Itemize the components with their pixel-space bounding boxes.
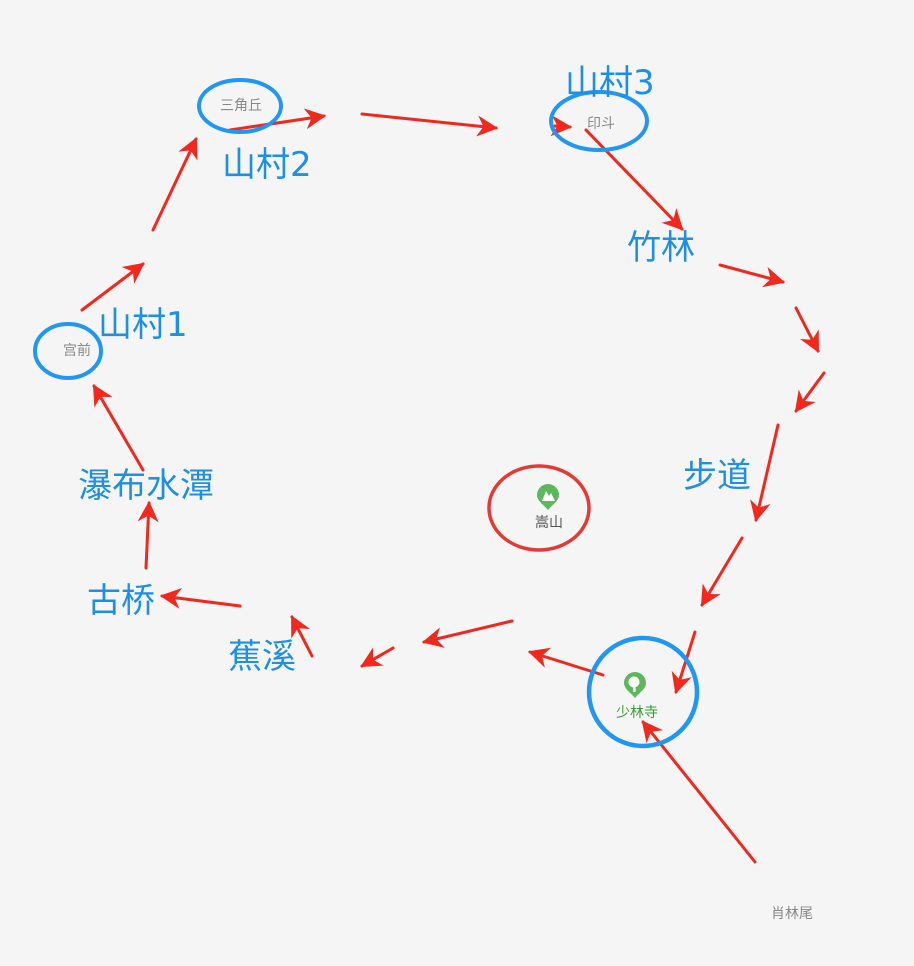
route-arrow [794,371,826,413]
map-label-shaolinsi[interactable]: 少林寺 [616,705,658,721]
tree-pin-icon[interactable] [624,672,646,698]
route-arrow [550,115,573,137]
route-arrow [794,306,820,353]
annotation-shancun1: 山村1 [98,305,188,345]
map-label-gongqian[interactable]: 宫前 [63,342,91,359]
map-label-xiaolinwei[interactable]: 肖林尾 [771,906,813,922]
highlight-circle-songshan [487,464,591,552]
route-arrow [421,619,514,648]
route-arrow [641,720,757,864]
map-label-songshan[interactable]: 嵩山 [535,515,563,531]
highlight-circle-gongqian [33,322,103,380]
highlight-circle-shaolinsi [586,635,700,749]
route-arrow [360,112,499,137]
annotation-budao: 步道 [683,456,751,496]
mountain-pin-icon[interactable] [537,484,559,510]
annotation-guqiao: 古桥 [87,581,155,621]
route-arrow [700,536,744,607]
route-arrow [159,587,242,609]
route-arrow [290,615,314,658]
route-arrows [80,108,826,864]
annotation-zhulin: 竹林 [627,228,695,268]
map-label-yindou[interactable]: 印斗 [587,116,615,132]
annotation-shancun2: 山村2 [222,145,312,185]
route-arrow [80,262,145,312]
route-arrow [92,384,145,472]
route-arrow [360,646,395,668]
route-arrow [151,137,198,232]
annotation-jiaoxi: 蕉溪 [228,637,296,677]
route-arrow [718,263,786,288]
annotation-shancun3: 山村3 [565,63,655,103]
highlight-circle-sanjiaoqiu [197,78,283,134]
route-arrow [584,128,684,231]
highlight-circle-yindou [549,90,649,152]
route-arrow [750,423,780,523]
route-arrow [137,500,159,570]
annotation-pubu: 瀑布水潭 [78,466,214,506]
route-arrow [228,108,327,132]
map-label-sanjiaoqiu[interactable]: 三角丘 [220,98,262,114]
